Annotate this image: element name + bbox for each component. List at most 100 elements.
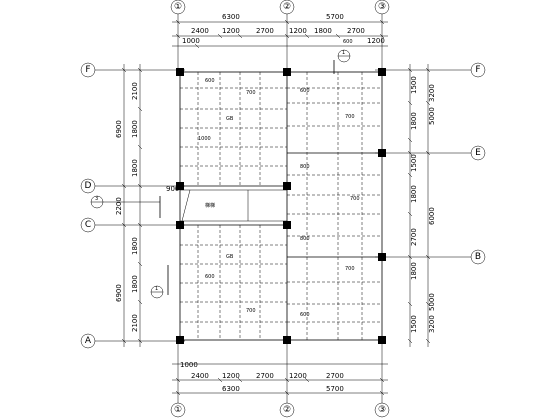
right-dim-1500-a: 1500 xyxy=(410,76,418,94)
beam-label: 700 xyxy=(246,308,256,314)
section-mark-left: 3 xyxy=(90,195,161,218)
grid-label-top-2: ② xyxy=(279,0,295,15)
top-dim-1800: 1800 xyxy=(314,27,332,35)
column xyxy=(283,221,291,229)
left-dim-1800-d: 1800 xyxy=(131,275,139,293)
beam-label: 700 xyxy=(345,266,355,272)
bottom-dim-1200a: 1200 xyxy=(222,372,240,380)
top-dim-1200c: 1200 xyxy=(367,37,385,45)
beam-label: 600 xyxy=(300,312,310,318)
column xyxy=(176,68,184,76)
column xyxy=(283,336,291,344)
svg-text:3: 3 xyxy=(95,196,98,202)
bottom-dim-2700b: 2700 xyxy=(326,372,344,380)
left-dim-2100-upper: 2100 xyxy=(131,82,139,100)
svg-text:F: F xyxy=(85,65,90,75)
column xyxy=(283,68,291,76)
svg-text:②: ② xyxy=(283,405,291,415)
svg-text:③: ③ xyxy=(378,405,386,415)
beam-label: 700 xyxy=(350,196,360,202)
beam-label: 700 xyxy=(345,114,355,120)
bottom-dim-1000: 1000 xyxy=(180,361,198,369)
svg-text:1: 1 xyxy=(342,50,345,56)
svg-text:A: A xyxy=(85,336,92,346)
left-dim-1800-a: 1800 xyxy=(131,120,139,138)
secondary-beams xyxy=(180,72,382,340)
bottom-dim-2400: 2400 xyxy=(191,372,209,380)
svg-text:①: ① xyxy=(174,405,182,415)
top-dim-2700b: 2700 xyxy=(347,27,365,35)
bottom-dim-6300: 6300 xyxy=(222,385,240,393)
grid-label-top-3: ③ xyxy=(374,0,390,15)
grid-label-right-F: F xyxy=(470,62,486,78)
right-dim-3200-a: 3200 xyxy=(428,84,436,102)
beam-label: 600 xyxy=(205,274,215,280)
top-dim-5700: 5700 xyxy=(326,13,344,21)
grid-label-left-F: F xyxy=(80,62,96,78)
section-mark-top: 1 xyxy=(333,49,351,74)
grid-label-right-E: E xyxy=(470,145,486,161)
column xyxy=(378,336,386,344)
beam-label: 700 xyxy=(246,90,256,96)
top-dim-1200b: 1200 xyxy=(289,27,307,35)
beam-label: 800 xyxy=(300,164,310,170)
left-dim-900: 900 xyxy=(166,185,179,193)
section-mark-bottom: 1 xyxy=(150,265,169,299)
right-dim-1800-a: 1800 xyxy=(410,112,418,130)
svg-text:①: ① xyxy=(174,2,182,12)
grid-label-left-C: C xyxy=(80,217,96,233)
columns xyxy=(176,68,386,344)
stair-label: 梯梯 xyxy=(205,202,215,209)
column xyxy=(283,182,291,190)
top-dimension-lines xyxy=(172,19,388,49)
right-dim-1800-c: 1800 xyxy=(410,262,418,280)
right-dim-1500-b: 1500 xyxy=(410,154,418,172)
left-dim-1800-c: 1800 xyxy=(131,237,139,255)
left-dim-6900-lower: 6900 xyxy=(115,284,123,302)
svg-text:C: C xyxy=(85,220,91,230)
bottom-dim-2700a: 2700 xyxy=(256,372,274,380)
right-dimension-lines xyxy=(407,64,431,347)
left-dim-6900-upper: 6900 xyxy=(115,120,123,138)
grid-label-right-B: B xyxy=(470,249,486,265)
bottom-dim-1200b: 1200 xyxy=(289,372,307,380)
svg-text:B: B xyxy=(475,252,481,262)
svg-text:E: E xyxy=(475,148,481,158)
svg-text:F: F xyxy=(475,65,480,75)
column xyxy=(176,336,184,344)
bottom-dim-5700: 5700 xyxy=(326,385,344,393)
top-dim-1200a: 1200 xyxy=(222,27,240,35)
right-dim-5000-a: 5000 xyxy=(428,107,436,125)
top-dim-1000: 1000 xyxy=(182,37,200,45)
building-outline xyxy=(179,71,383,341)
left-dim-1800-b: 1800 xyxy=(131,159,139,177)
left-dim-2100-lower: 2100 xyxy=(131,314,139,332)
beam-label: 800 xyxy=(300,236,310,242)
right-dim-6000: 6000 xyxy=(428,207,436,225)
column xyxy=(176,221,184,229)
beam-label: 1000 xyxy=(198,136,211,142)
column xyxy=(378,149,386,157)
right-dim-2700: 2700 xyxy=(410,228,418,246)
right-dim-3200-b: 3200 xyxy=(428,315,436,333)
top-dim-2400: 2400 xyxy=(191,27,209,35)
right-dim-1800-b: 1800 xyxy=(410,185,418,203)
top-dim-6300: 6300 xyxy=(222,13,240,21)
grid-label-bottom-2: ② xyxy=(279,402,295,418)
top-dim-2700a: 2700 xyxy=(256,27,274,35)
top-dim-600: 600 xyxy=(343,39,353,45)
stair-opening xyxy=(180,189,287,222)
beam-label: 600 xyxy=(205,78,215,84)
grid-label-left-A: A xyxy=(80,333,96,349)
beam-label: GB xyxy=(226,116,234,122)
left-dimension-lines xyxy=(121,64,143,347)
beam-label: GB xyxy=(226,254,234,260)
grid-label-top-1: ① xyxy=(170,0,186,15)
beam-label: 600 xyxy=(300,88,310,94)
svg-text:1: 1 xyxy=(155,286,158,292)
right-dim-1500-c: 1500 xyxy=(410,315,418,333)
svg-text:③: ③ xyxy=(378,2,386,12)
column xyxy=(378,68,386,76)
svg-text:②: ② xyxy=(283,2,291,12)
